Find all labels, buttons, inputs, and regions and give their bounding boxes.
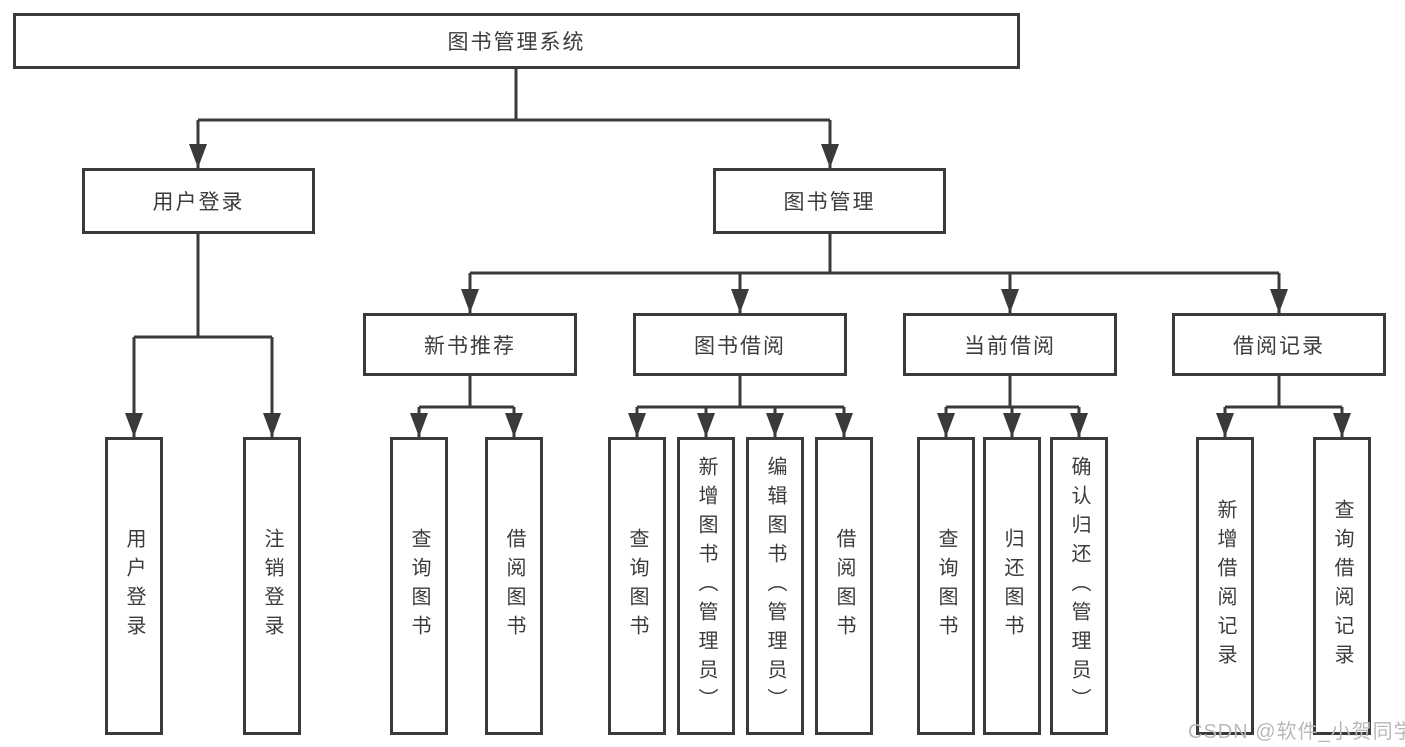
node-book-management-label: 图书管理 [783,191,876,214]
leaf-borrow-edit-books-admin: 编辑图书（管理员） [746,437,804,735]
leaf-user-login: 用户登录 [105,437,163,735]
node-current-borrow: 当前借阅 [903,313,1117,376]
node-new-book-recommend: 新书推荐 [363,313,577,376]
leaf-borrow-edit-books-admin-label: 编辑图书（管理员） [764,455,786,717]
node-root-system: 图书管理系统 [13,13,1020,69]
leaf-records-add-borrow-record-label: 新增借阅记录 [1214,499,1236,673]
leaf-borrow-borrow-books: 借阅图书 [815,437,873,735]
leaf-current-return-books: 归还图书 [983,437,1041,735]
leaf-current-confirm-return-admin-label: 确认归还（管理员） [1068,455,1090,717]
leaf-borrow-query-books-label: 查询图书 [626,528,648,644]
leaf-current-query-books-label: 查询图书 [935,528,957,644]
node-book-management: 图书管理 [713,168,946,234]
leaf-records-query-borrow-record: 查询借阅记录 [1313,437,1371,735]
leaf-newbook-borrow-books: 借阅图书 [485,437,543,735]
node-root-label: 图书管理系统 [447,31,586,54]
leaf-newbook-query-books: 查询图书 [390,437,448,735]
leaf-borrow-query-books: 查询图书 [608,437,666,735]
node-borrow-records: 借阅记录 [1172,313,1386,376]
node-borrow-records-label: 借阅记录 [1233,334,1325,358]
leaf-newbook-query-books-label: 查询图书 [408,528,430,644]
node-book-borrow: 图书借阅 [633,313,847,376]
leaf-current-return-books-label: 归还图书 [1001,528,1023,644]
leaf-borrow-borrow-books-label: 借阅图书 [833,528,855,644]
leaf-borrow-add-books-admin-label: 新增图书（管理员） [695,455,717,717]
leaf-records-add-borrow-record: 新增借阅记录 [1196,437,1254,735]
node-user-login-label: 用户登录 [152,191,245,214]
node-book-borrow-label: 图书借阅 [694,334,786,358]
leaf-current-confirm-return-admin: 确认归还（管理员） [1050,437,1108,735]
leaf-user-login-label: 用户登录 [123,528,145,644]
csdn-watermark: CSDN @软件_小贺同学 [1188,721,1405,743]
node-new-book-recommend-label: 新书推荐 [424,334,516,358]
leaf-current-query-books: 查询图书 [917,437,975,735]
node-user-login: 用户登录 [82,168,315,234]
leaf-logout-login: 注销登录 [243,437,301,735]
node-current-borrow-label: 当前借阅 [964,334,1056,358]
leaf-borrow-add-books-admin: 新增图书（管理员） [677,437,735,735]
leaf-newbook-borrow-books-label: 借阅图书 [503,528,525,644]
leaf-logout-login-label: 注销登录 [261,528,283,644]
leaf-records-query-borrow-record-label: 查询借阅记录 [1331,499,1353,673]
